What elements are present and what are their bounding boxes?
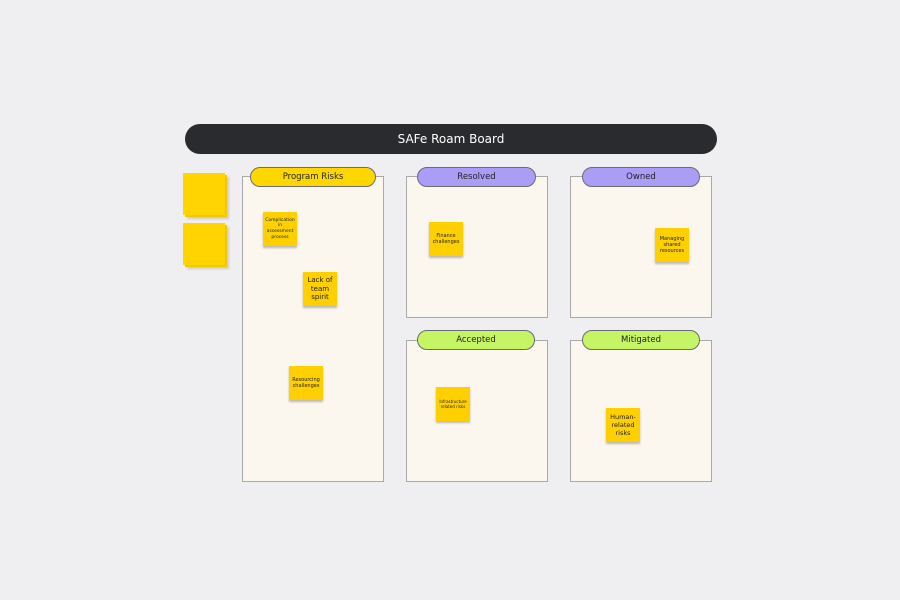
accepted-header: Accepted (417, 330, 535, 350)
resolved-panel (406, 176, 548, 318)
program-risks-header: Program Risks (250, 167, 376, 187)
resolved-header: Resolved (417, 167, 536, 187)
mitigated-header: Mitigated (582, 330, 700, 350)
mitigated-panel (570, 340, 712, 482)
board-title: SAFe Roam Board (185, 124, 717, 154)
owned-panel (570, 176, 712, 318)
sticky-note-stack[interactable] (183, 173, 225, 215)
sticky-note[interactable]: Human-related risks (606, 408, 640, 442)
sticky-note[interactable]: Lack of team spirit (303, 272, 337, 306)
accepted-panel (406, 340, 548, 482)
sticky-note[interactable]: Resourcing challenges (289, 366, 323, 400)
sticky-note-stack[interactable] (183, 223, 225, 265)
sticky-note[interactable]: Infrastructure related risks (436, 387, 470, 421)
owned-header: Owned (582, 167, 700, 187)
sticky-note[interactable]: Finance challenges (429, 222, 463, 256)
sticky-note[interactable]: Managing shared resources (655, 228, 689, 262)
sticky-note[interactable]: Complication in assessment process (263, 212, 297, 246)
